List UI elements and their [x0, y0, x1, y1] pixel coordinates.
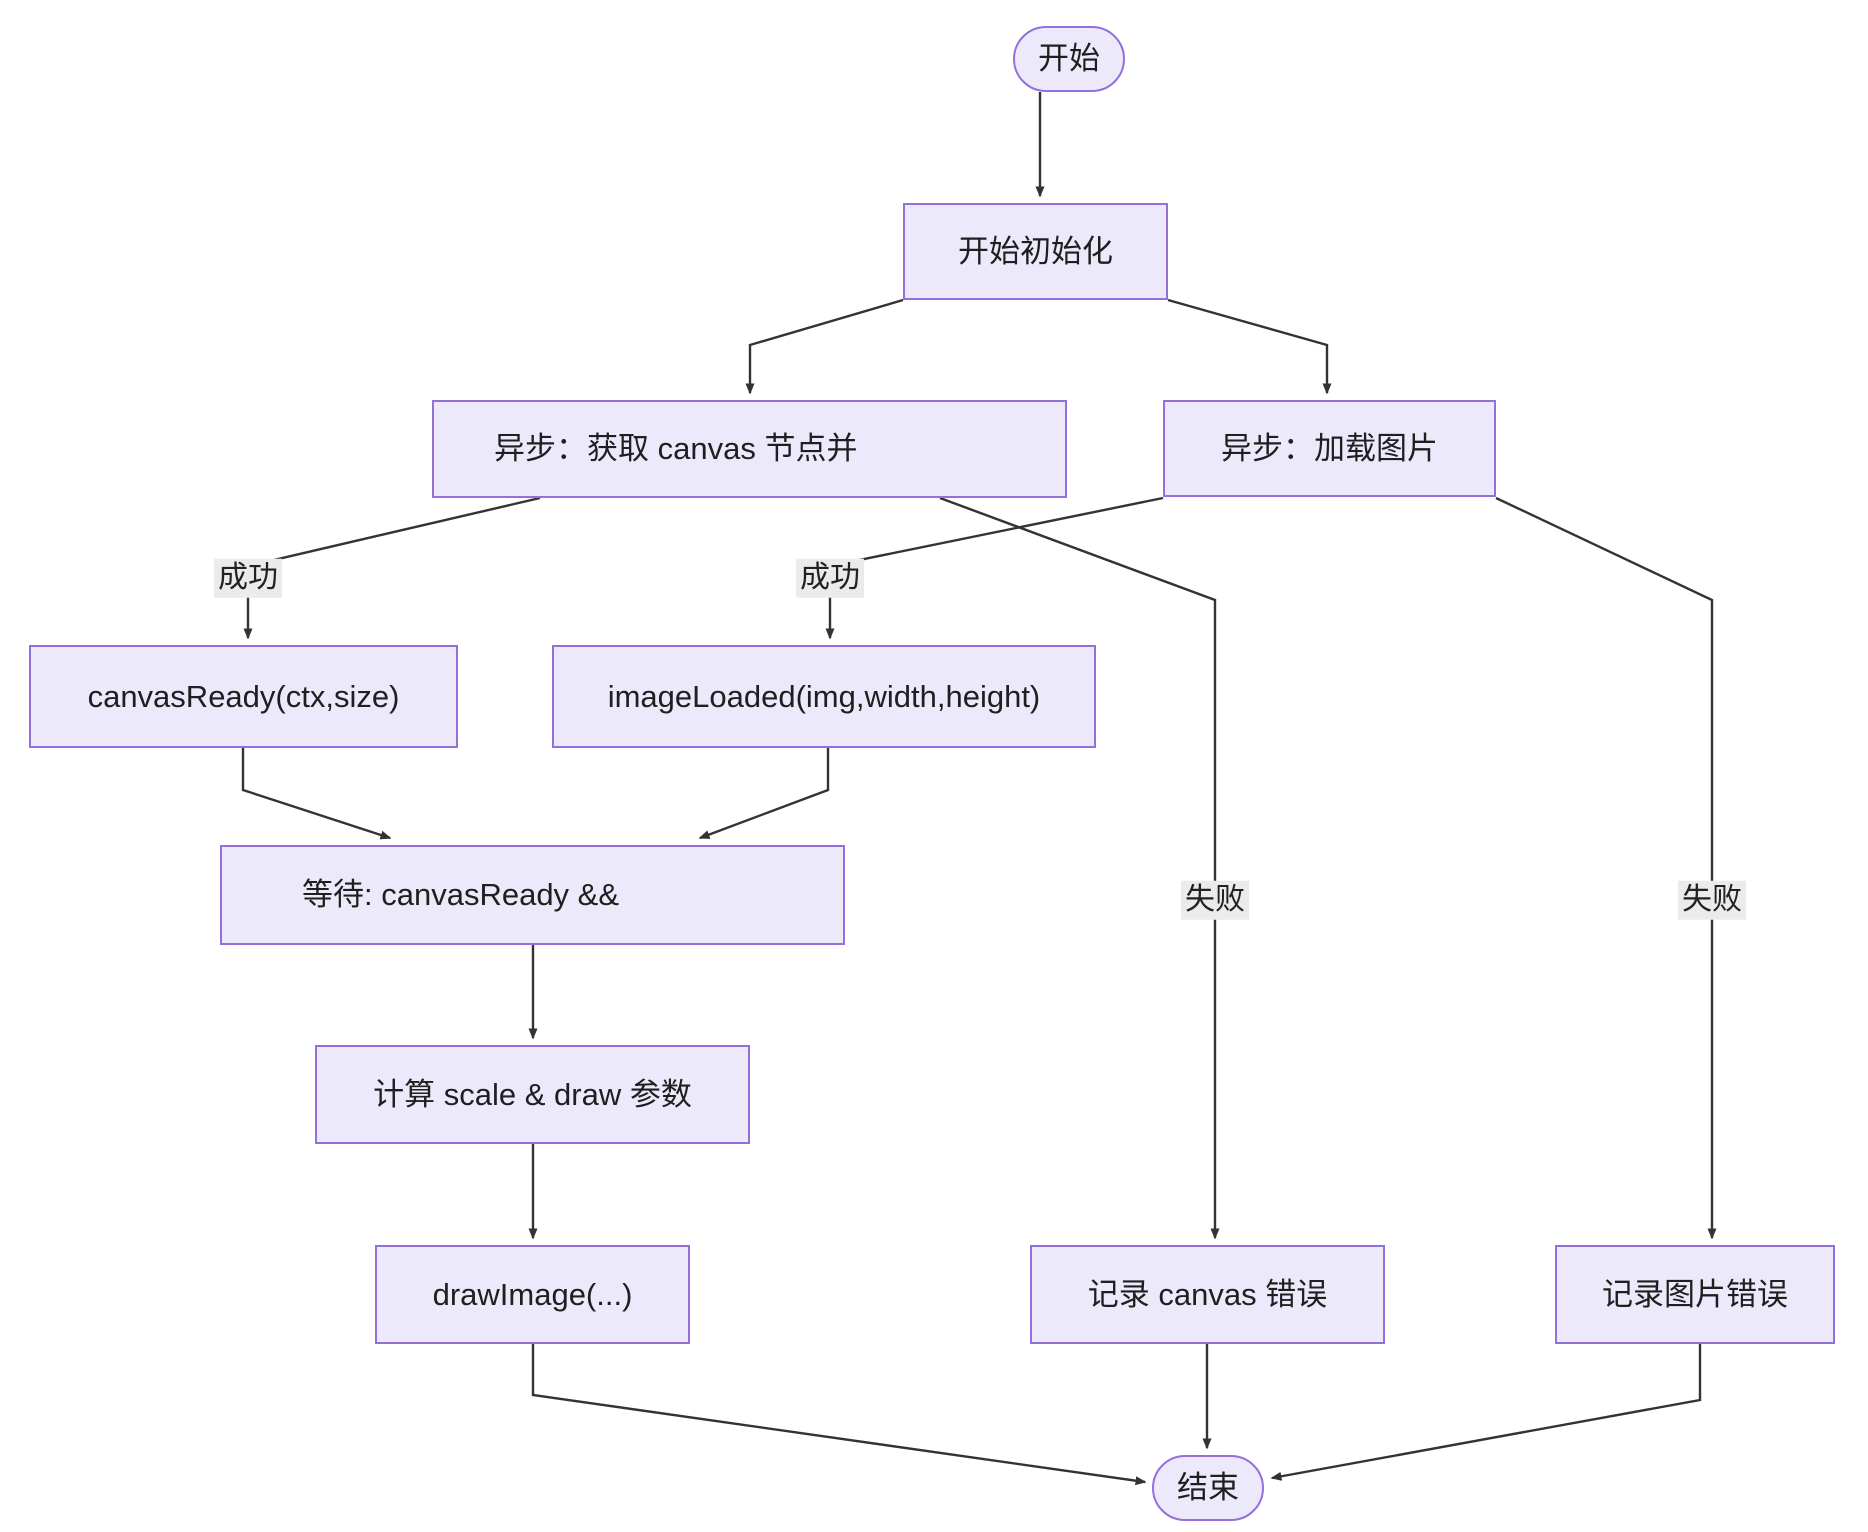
- node-label-calcScale: 计算 scale & draw 参数: [373, 1076, 692, 1112]
- edge-e-draw-end: [531, 1344, 1147, 1486]
- node-label-waitBoth: 等待: canvasReady &&: [302, 877, 620, 913]
- node-start[interactable]: 开始: [1013, 26, 1125, 92]
- node-label-init: 开始初始化: [958, 233, 1113, 269]
- node-label-logImageErr: 记录图片错误: [1602, 1276, 1788, 1312]
- node-calcScale[interactable]: 计算 scale & draw 参数: [315, 1045, 750, 1144]
- node-label-loadImage: 异步：加载图片: [1221, 430, 1438, 466]
- edge-label-e-getCanvas-canvasErr: 失败: [1181, 880, 1249, 920]
- node-label-imageLoaded: imageLoaded(img,width,height): [607, 678, 1041, 714]
- node-loadImage[interactable]: 异步：加载图片: [1163, 400, 1496, 497]
- node-label-getCanvas: 异步：获取 canvas 节点并: [494, 431, 858, 467]
- edge-e-getCanvas-canvasReady: [243, 496, 541, 640]
- edge-e-init-getCanvas: [745, 298, 904, 395]
- node-end[interactable]: 结束: [1152, 1455, 1264, 1521]
- node-label-canvasReady: canvasReady(ctx,size): [87, 678, 400, 714]
- node-init[interactable]: 开始初始化: [903, 203, 1168, 300]
- edge-label-e-loadImage-imageLoaded: 成功: [796, 558, 864, 598]
- node-getCanvas[interactable]: 异步：获取 canvas 节点并: [432, 400, 1067, 498]
- node-label-end: 结束: [1177, 1470, 1239, 1506]
- edge-e-canvasReady-wait: [241, 748, 392, 840]
- node-imageLoaded[interactable]: imageLoaded(img,width,height): [552, 645, 1096, 748]
- edge-label-e-loadImage-imageErr: 失败: [1678, 880, 1746, 920]
- edge-label-e-getCanvas-canvasReady: 成功: [214, 558, 282, 598]
- edge-e-imageErr-end: [1270, 1344, 1702, 1481]
- edge-e-imageLoaded-wait: [698, 748, 830, 840]
- node-label-logCanvasErr: 记录 canvas 错误: [1087, 1276, 1328, 1312]
- node-waitBoth[interactable]: 等待: canvasReady &&: [220, 845, 845, 945]
- node-canvasReady[interactable]: canvasReady(ctx,size): [29, 645, 458, 748]
- node-logImageErr[interactable]: 记录图片错误: [1555, 1245, 1835, 1344]
- edge-e-init-loadImage: [1167, 298, 1332, 395]
- node-drawImage[interactable]: drawImage(...): [375, 1245, 690, 1344]
- edge-e-loadImage-imageErr: [1495, 496, 1717, 1240]
- node-logCanvasErr[interactable]: 记录 canvas 错误: [1030, 1245, 1385, 1344]
- node-label-drawImage: drawImage(...): [432, 1276, 633, 1312]
- edge-e-getCanvas-canvasErr: [939, 496, 1220, 1240]
- node-label-start: 开始: [1038, 41, 1100, 77]
